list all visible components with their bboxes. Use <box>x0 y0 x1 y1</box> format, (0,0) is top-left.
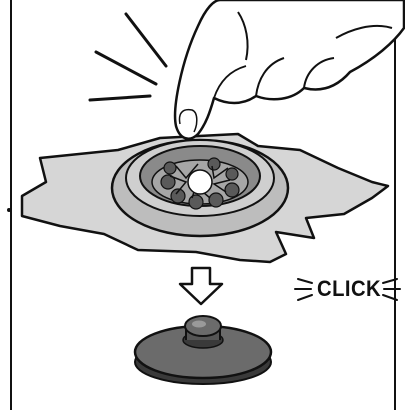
down-arrow-icon <box>180 268 222 304</box>
frame-dot <box>7 208 11 212</box>
snap-button-icon <box>135 316 271 384</box>
motion-lines-icon <box>90 14 166 100</box>
click-label: CLICK <box>317 276 381 302</box>
finger-icon <box>175 0 404 139</box>
snap-fastener-icon <box>112 140 288 236</box>
